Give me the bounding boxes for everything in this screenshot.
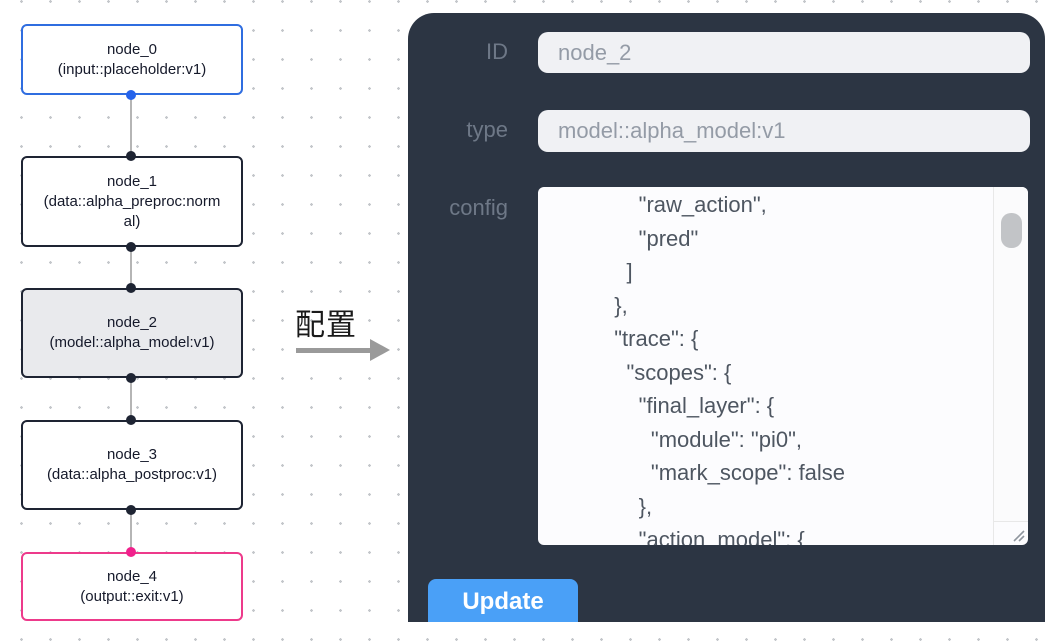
edge-node1-node2 bbox=[130, 247, 132, 288]
node-1-type: (data::alpha_preproc:normal) bbox=[43, 192, 221, 230]
node-4-input-port[interactable] bbox=[126, 547, 136, 557]
id-field-label: ID bbox=[486, 39, 508, 64]
node-2-input-port[interactable] bbox=[126, 283, 136, 293]
node-4[interactable]: node_4 (output::exit:v1) bbox=[21, 552, 243, 621]
edge-node0-node1 bbox=[130, 95, 132, 156]
type-input[interactable] bbox=[538, 110, 1030, 152]
node-0-name: node_0 bbox=[106, 40, 158, 58]
config-scrollbar-track[interactable] bbox=[993, 187, 1028, 521]
config-field-label: config bbox=[449, 195, 508, 220]
node-2-name: node_2 bbox=[106, 314, 158, 331]
resize-handle-icon[interactable] bbox=[1010, 527, 1026, 543]
node-3-input-port[interactable] bbox=[126, 415, 136, 425]
node-0-output-port[interactable] bbox=[126, 90, 136, 100]
node-1-name: node_1 bbox=[106, 172, 158, 190]
node-0[interactable]: node_0 (input::placeholder:v1) bbox=[21, 24, 243, 95]
config-scrollbar-corner bbox=[993, 521, 1028, 545]
node-3-output-port[interactable] bbox=[126, 505, 136, 515]
config-textarea[interactable]: "raw_action", "pred" ] }, "trace": { "sc… bbox=[538, 187, 1028, 545]
node-3-type: (data::alpha_postproc:v1) bbox=[46, 466, 218, 483]
node-2-type: (model::alpha_model:v1) bbox=[49, 334, 215, 351]
edge-node3-node4 bbox=[130, 510, 132, 552]
config-json-text: "raw_action", "pred" ] }, "trace": { "sc… bbox=[614, 192, 846, 545]
node-2[interactable]: node_2 (model::alpha_model:v1) bbox=[21, 288, 243, 378]
type-field-label: type bbox=[466, 117, 508, 142]
config-annotation-label: 配置 bbox=[295, 309, 357, 342]
node-3-name: node_3 bbox=[106, 446, 158, 463]
right-arrow-icon bbox=[296, 338, 396, 362]
node-1-input-port[interactable] bbox=[126, 151, 136, 161]
node-1-output-port[interactable] bbox=[126, 242, 136, 252]
update-button[interactable]: Update bbox=[428, 579, 578, 622]
node-1[interactable]: node_1 (data::alpha_preproc:normal) bbox=[21, 156, 243, 247]
node-3[interactable]: node_3 (data::alpha_postproc:v1) bbox=[21, 420, 243, 510]
node-0-type: (input::placeholder:v1) bbox=[57, 60, 207, 78]
id-input[interactable] bbox=[538, 32, 1030, 73]
edge-node2-node3 bbox=[130, 378, 132, 420]
node-config-panel: ID type config "raw_action", "pred" ] },… bbox=[408, 13, 1045, 622]
node-4-type: (output::exit:v1) bbox=[80, 587, 184, 605]
node-4-name: node_4 bbox=[106, 567, 158, 585]
node-2-output-port[interactable] bbox=[126, 373, 136, 383]
config-scrollbar-thumb[interactable] bbox=[1001, 213, 1022, 248]
